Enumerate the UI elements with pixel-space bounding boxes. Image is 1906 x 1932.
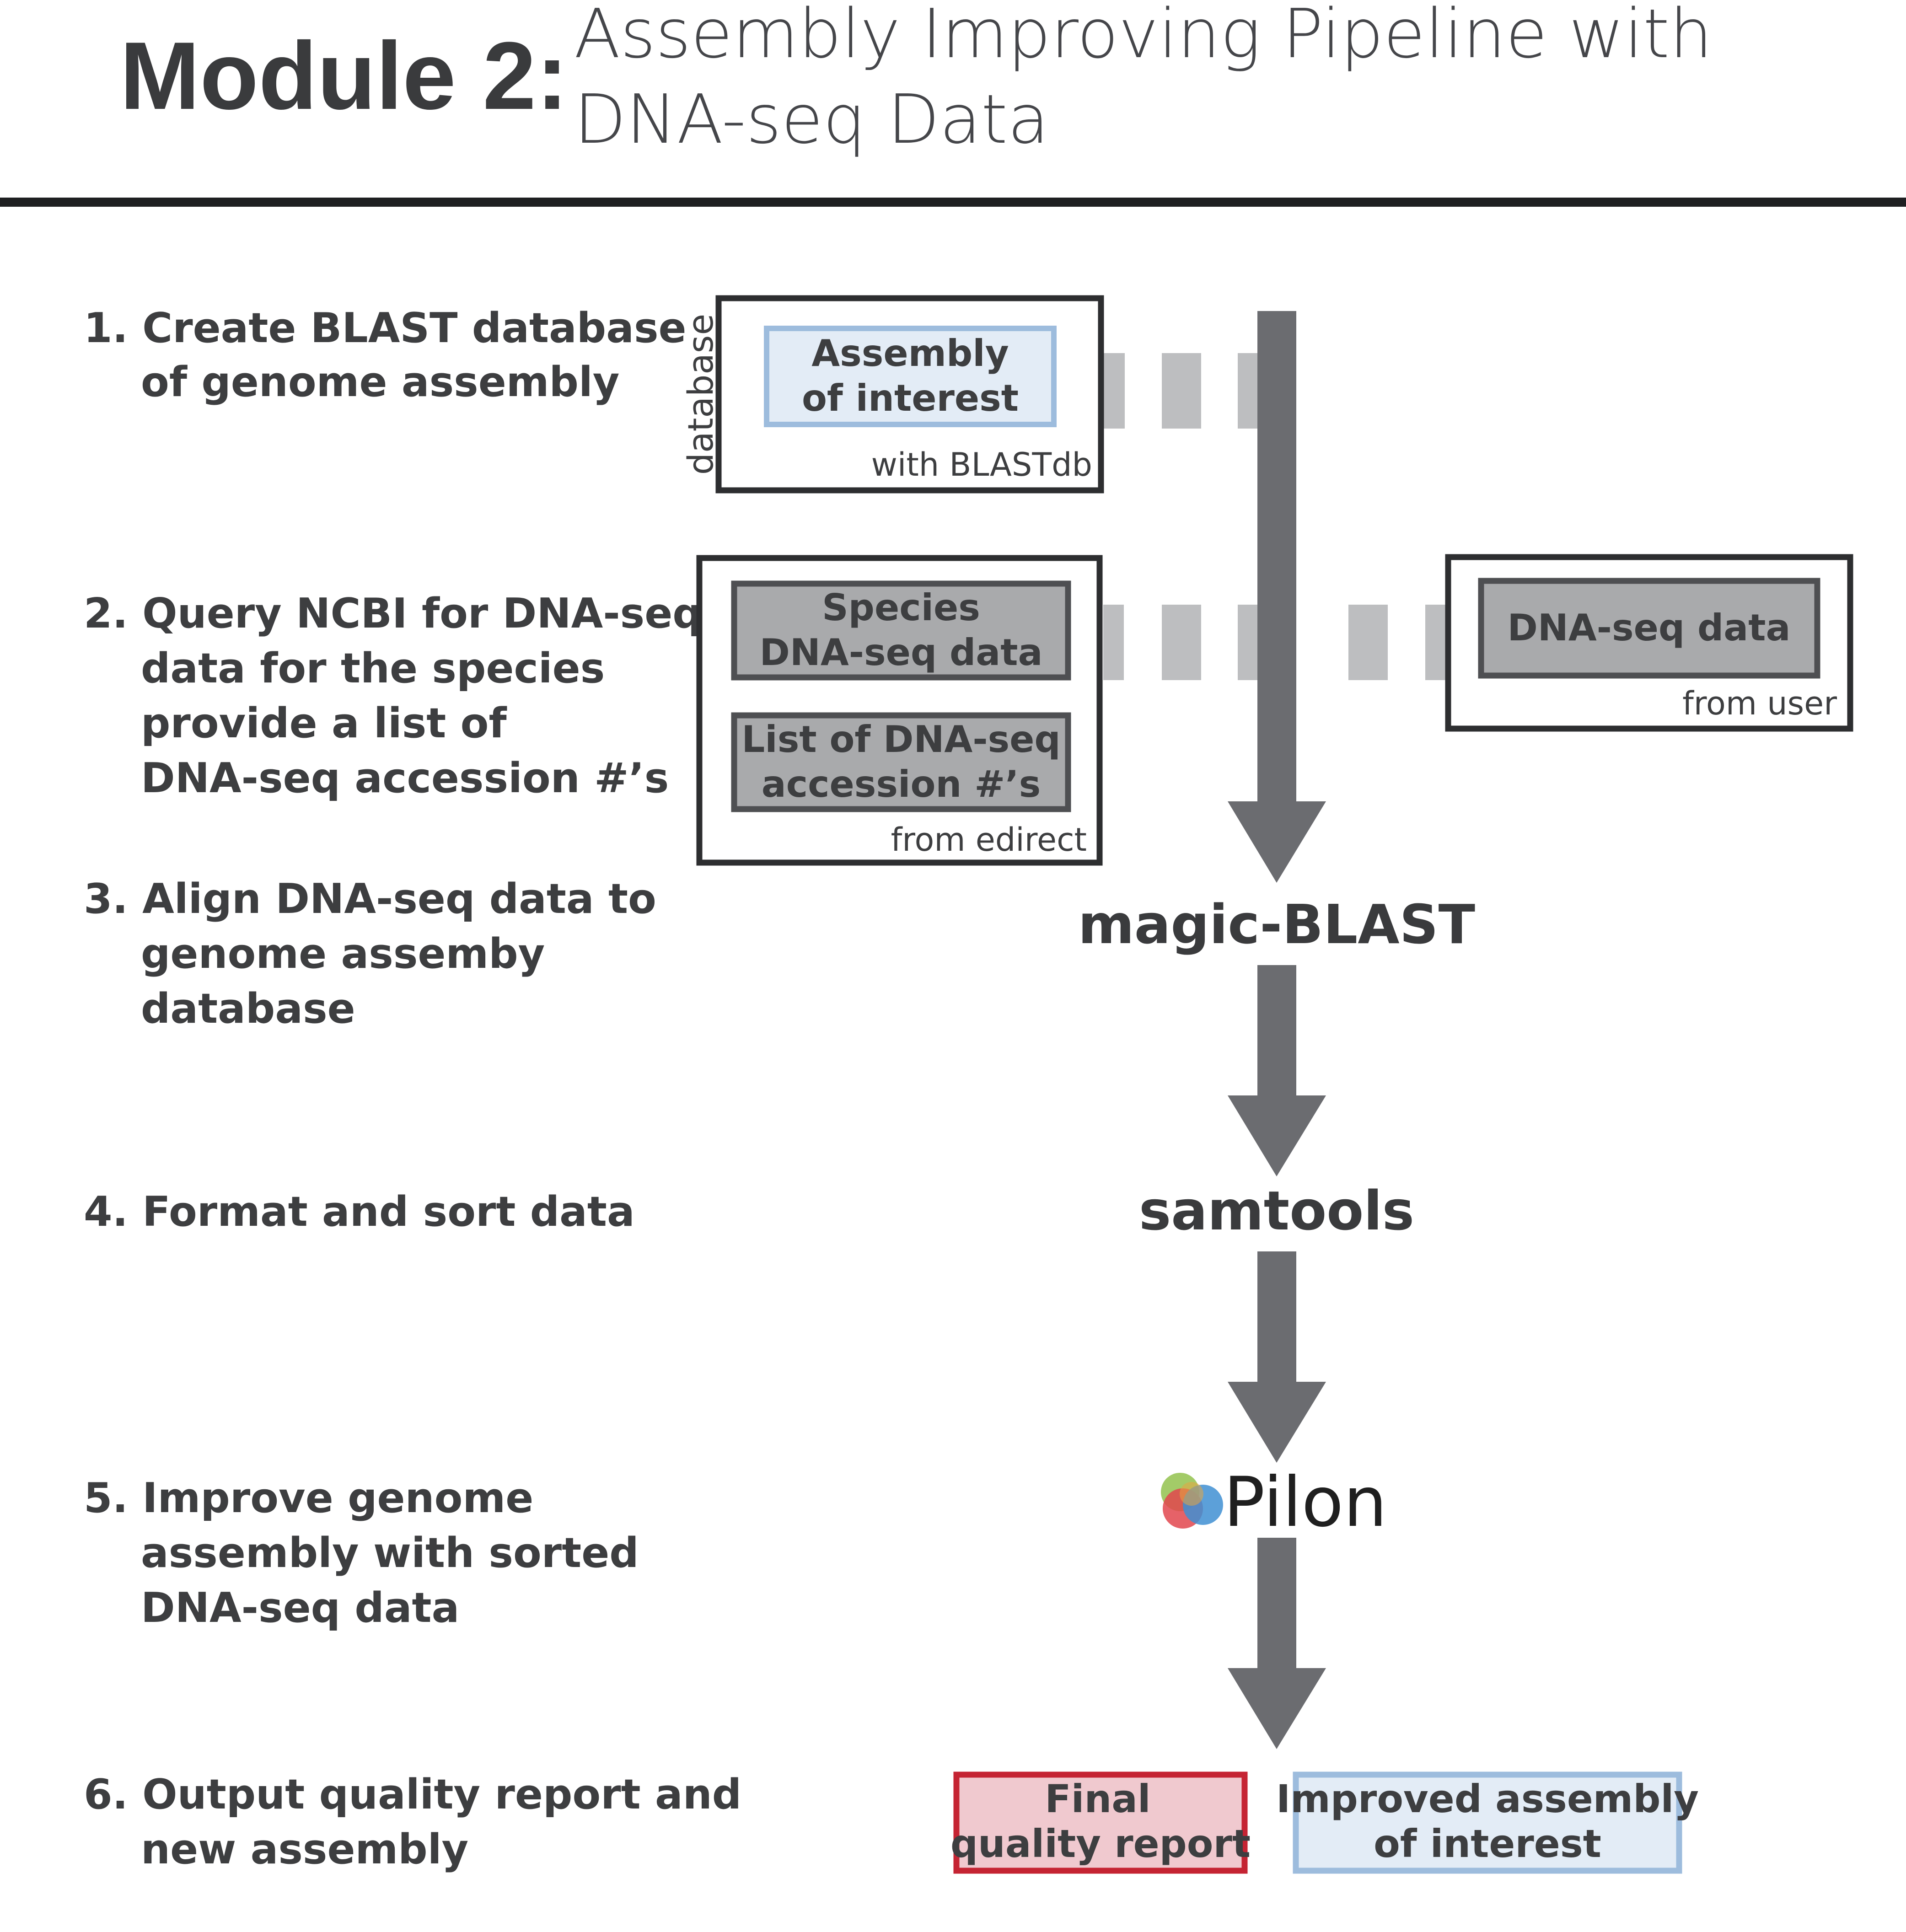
step-4-line-1: 4. Format and sort data [84, 1188, 635, 1236]
step-5-line-2: assembly with sorted [141, 1529, 639, 1577]
step-2: 2. Query NCBI for DNA-seq data for the s… [84, 590, 702, 802]
step-3-line-1: 3. Align DNA-seq data to [84, 875, 656, 923]
database-panel: database Assembly of interest with BLAST… [680, 295, 1104, 494]
assembly-box-line-1: Assembly [811, 332, 1009, 375]
step-1-line-1: 1. Create BLAST database [84, 304, 687, 352]
pilon-label: Pilon [1224, 1463, 1387, 1542]
pilon-logo: Pilon [1161, 1463, 1387, 1542]
blastdb-caption: with BLASTdb [871, 446, 1092, 483]
step-5-line-3: DNA-seq data [141, 1584, 459, 1632]
step-4: 4. Format and sort data [84, 1188, 635, 1236]
arrow-down-icon [1228, 965, 1326, 1176]
module-title: Module 2: [120, 22, 568, 129]
species-dnaseq-box [731, 580, 1071, 681]
arrow-down-icon [1228, 311, 1326, 883]
improved-assembly-box [1293, 1771, 1682, 1874]
dashed-connector-database [1103, 353, 1258, 429]
user-panel: DNA-seq data from user [1445, 554, 1853, 732]
step-1: 1. Create BLAST database of genome assem… [84, 304, 687, 406]
step-2-line-3: provide a list of [141, 699, 507, 747]
pipeline-title-line2: DNA-seq Data [574, 80, 1049, 159]
accession-box-line-2: accession #’s [762, 763, 1041, 805]
database-side-label: database [680, 314, 721, 475]
assembly-line-2: of interest [1374, 1821, 1601, 1866]
assembly-line-1: Improved assembly [1276, 1776, 1699, 1821]
user-caption: from user [1682, 685, 1837, 722]
step-3-line-2: genome assemby [141, 930, 545, 978]
accession-list-box [731, 712, 1071, 812]
step-5-line-1: 5. Improve genome [84, 1474, 533, 1522]
report-line-2: quality report [950, 1821, 1251, 1866]
arrow-down-icon [1228, 1538, 1326, 1749]
user-dnaseq-box [1478, 578, 1820, 679]
header-divider [0, 198, 1906, 207]
accession-box-line-1: List of DNA-seq [741, 718, 1060, 761]
samtools-label: samtools [1139, 1179, 1414, 1242]
quality-report-box [953, 1771, 1248, 1874]
species-box-line-2: DNA-seq data [760, 631, 1043, 674]
step-2-line-2: data for the species [141, 644, 605, 692]
report-line-1: Final [1045, 1776, 1150, 1821]
species-box-line-1: Species [822, 586, 980, 629]
edirect-panel: Species DNA-seq data List of DNA-seq acc… [696, 555, 1103, 866]
step-1-line-2: of genome assembly [141, 358, 619, 406]
final-quality-report: Final quality report [950, 1771, 1251, 1874]
step-3-line-3: database [141, 985, 355, 1033]
magic-blast-label: magic-BLAST [1078, 893, 1475, 956]
user-dnaseq-label: DNA-seq data [1508, 606, 1791, 649]
edirect-caption: from edirect [891, 821, 1087, 859]
pilon-circles-icon [1161, 1473, 1223, 1529]
step-6: 6. Output quality report and new assembl… [84, 1771, 741, 1873]
dashed-connector-dnaseq [1103, 605, 1446, 680]
step-6-line-1: 6. Output quality report and [84, 1771, 741, 1819]
step-3: 3. Align DNA-seq data to genome assemby … [84, 875, 656, 1033]
step-2-line-4: DNA-seq accession #’s [141, 754, 669, 802]
assembly-box-line-2: of interest [802, 377, 1019, 419]
step-2-line-1: 2. Query NCBI for DNA-seq [84, 590, 702, 638]
arrow-down-icon [1228, 1251, 1326, 1463]
assembly-of-interest-box [764, 326, 1057, 427]
improved-assembly: Improved assembly of interest [1276, 1771, 1699, 1874]
pipeline-title-line1: Assembly Improving Pipeline with [574, 0, 1713, 73]
step-6-line-2: new assembly [141, 1825, 468, 1873]
step-5: 5. Improve genome assembly with sorted D… [84, 1474, 639, 1632]
